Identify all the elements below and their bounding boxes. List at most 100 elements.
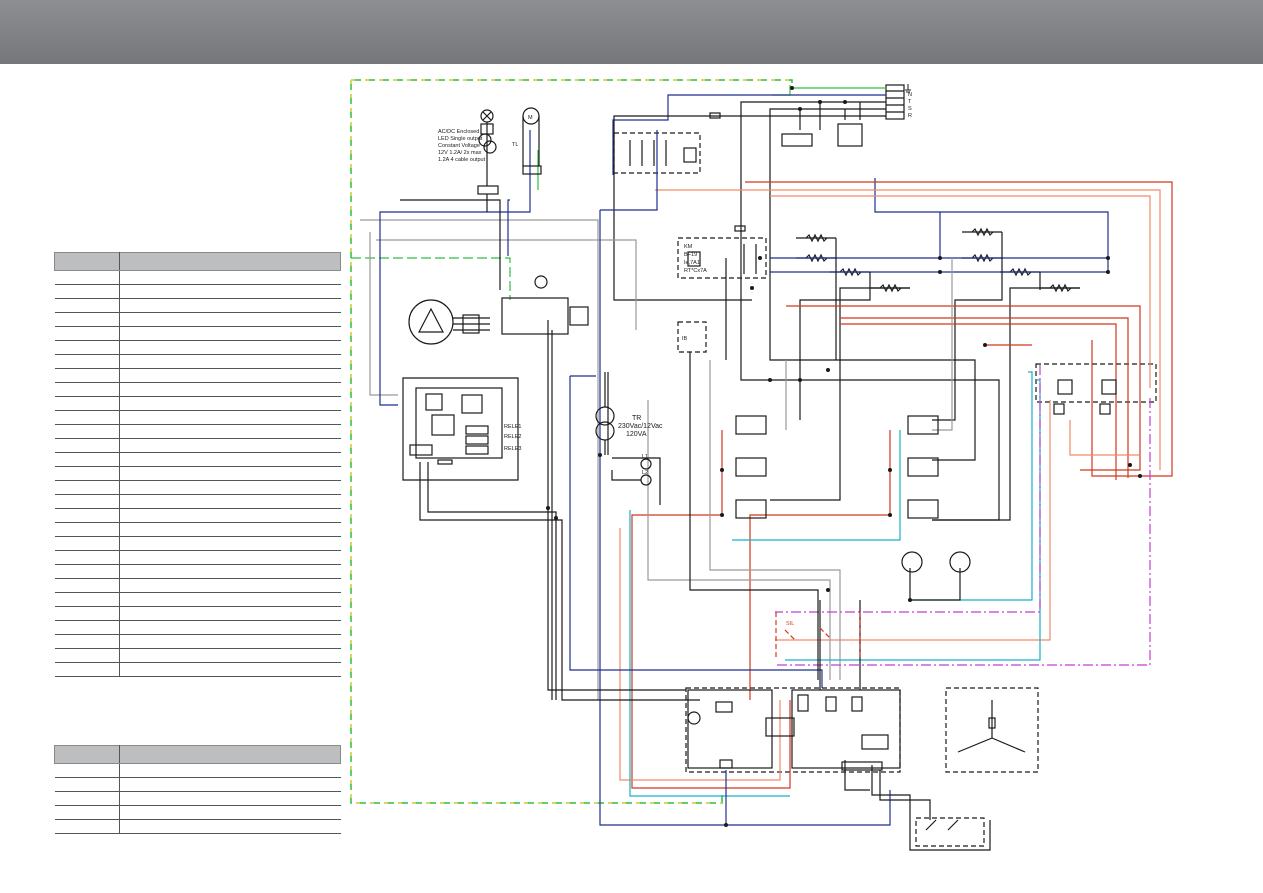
table-cell-description bbox=[119, 620, 341, 635]
table-row bbox=[54, 662, 341, 677]
table-cell-code bbox=[54, 284, 120, 299]
table-cell-code bbox=[54, 382, 120, 397]
table-cell-code bbox=[54, 550, 120, 565]
tr-volt-label: 230Vac/12Vac bbox=[618, 423, 663, 430]
psu-label-4: 12V 1.2A/ 2x max bbox=[438, 150, 482, 156]
table-row bbox=[54, 368, 341, 383]
tl-label: TL bbox=[512, 142, 518, 148]
fan-motors bbox=[901, 551, 971, 573]
grey-wires bbox=[360, 219, 953, 700]
table-cell-code bbox=[54, 777, 120, 792]
table-cell-description bbox=[119, 805, 341, 820]
table-cell-code bbox=[54, 620, 120, 635]
l1-label: L1 bbox=[642, 454, 648, 460]
fuse-boxes bbox=[709, 112, 863, 232]
bf-label: BF19 bbox=[684, 252, 697, 258]
table-cell-description bbox=[119, 791, 341, 806]
star-connection-diagram bbox=[957, 700, 1026, 753]
table-cell-description bbox=[119, 284, 341, 299]
psu-label-3: Constant Voltage bbox=[438, 143, 480, 149]
table-cell-code bbox=[54, 424, 120, 439]
table-cell-code bbox=[54, 326, 120, 341]
table-row bbox=[54, 522, 341, 537]
table-row bbox=[54, 550, 341, 565]
table-cell-description bbox=[119, 578, 341, 593]
sil-label: SIL bbox=[786, 621, 794, 627]
table-cell-code bbox=[54, 298, 120, 313]
main-terminal-block bbox=[885, 84, 905, 120]
mains-lines bbox=[612, 87, 1000, 521]
table-row bbox=[54, 354, 341, 369]
table-row bbox=[54, 578, 341, 593]
table-cell-code bbox=[54, 466, 120, 481]
compressor-motor bbox=[408, 299, 490, 345]
transformer bbox=[595, 372, 661, 505]
km-rated-label: Ie,7A1 bbox=[684, 260, 700, 266]
terminal-n-label: N bbox=[908, 92, 912, 98]
table-header-row bbox=[54, 252, 341, 271]
table-row bbox=[54, 298, 341, 313]
magenta-wires bbox=[775, 365, 1151, 666]
motor-label: M bbox=[528, 115, 533, 121]
table-cell-code bbox=[54, 648, 120, 663]
table-cell-code bbox=[54, 396, 120, 411]
psu-label-5: 1.2A 4 cable output bbox=[438, 157, 486, 163]
table-cell-code bbox=[54, 791, 120, 806]
table-cell-description bbox=[119, 340, 341, 355]
table-cell-code bbox=[54, 410, 120, 425]
red-wires bbox=[631, 181, 1173, 789]
table-header-description bbox=[119, 745, 341, 764]
table-header-row bbox=[54, 745, 341, 764]
terminal-r-label: R bbox=[908, 113, 912, 119]
table-row bbox=[54, 494, 341, 509]
contactor-contacts bbox=[629, 140, 757, 274]
table-cell-code bbox=[54, 368, 120, 383]
thermal-protection bbox=[1053, 379, 1117, 415]
table-cell-description bbox=[119, 270, 341, 285]
table-row bbox=[54, 438, 341, 453]
table-row bbox=[54, 424, 341, 439]
heater-resistors bbox=[796, 227, 1080, 293]
component-legend-table bbox=[54, 252, 341, 677]
table-row bbox=[54, 819, 341, 834]
table-row bbox=[54, 326, 341, 341]
table-row bbox=[54, 791, 341, 806]
table-cell-description bbox=[119, 606, 341, 621]
table-cell-description bbox=[119, 326, 341, 341]
terminal-t-label: T bbox=[908, 99, 912, 105]
psu-label-2: LED Single output bbox=[438, 136, 483, 142]
table-cell-code bbox=[54, 805, 120, 820]
table-header-code bbox=[54, 745, 120, 764]
table-cell-code bbox=[54, 354, 120, 369]
table-cell-description bbox=[119, 662, 341, 677]
top-banner bbox=[0, 0, 1263, 64]
table-cell-code bbox=[54, 819, 120, 834]
tr-va-label: 120VA bbox=[626, 431, 647, 438]
table-row bbox=[54, 777, 341, 792]
wire-legend-table bbox=[54, 745, 341, 834]
km-label: KM bbox=[684, 244, 693, 250]
table-cell-description bbox=[119, 354, 341, 369]
relay2-label: RELE2 bbox=[504, 434, 521, 440]
table-row bbox=[54, 452, 341, 467]
table-cell-description bbox=[119, 424, 341, 439]
power-supply-assembly bbox=[477, 107, 542, 212]
table-row bbox=[54, 466, 341, 481]
inverter-module bbox=[501, 275, 589, 335]
table-cell-description bbox=[119, 763, 341, 778]
table-cell-code bbox=[54, 452, 120, 467]
table-cell-code bbox=[54, 312, 120, 327]
table-cell-code bbox=[54, 763, 120, 778]
table-cell-description bbox=[119, 438, 341, 453]
table-row bbox=[54, 284, 341, 299]
table-row bbox=[54, 606, 341, 621]
table-header-description bbox=[119, 252, 341, 271]
table-row bbox=[54, 480, 341, 495]
heater-returns bbox=[770, 232, 1080, 521]
table-cell-code bbox=[54, 578, 120, 593]
table-cell-description bbox=[119, 592, 341, 607]
table-row bbox=[54, 648, 341, 663]
main-pcb bbox=[687, 689, 901, 771]
salmon-wires bbox=[619, 189, 1161, 781]
table-cell-description bbox=[119, 298, 341, 313]
